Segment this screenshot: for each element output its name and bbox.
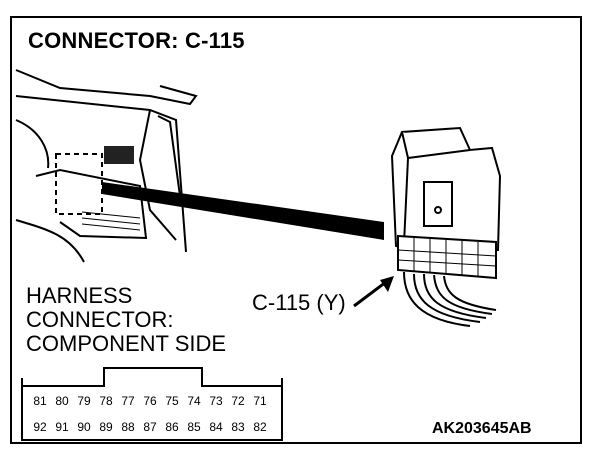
ecu-location-dashed — [55, 153, 103, 215]
pin-92: 92 — [33, 420, 47, 434]
pin-81: 81 — [33, 394, 47, 408]
pin-78: 78 — [99, 394, 113, 408]
pin-74: 74 — [187, 394, 201, 408]
pin-73: 73 — [209, 394, 223, 408]
pin-79: 79 — [77, 394, 91, 408]
connector-face — [21, 367, 283, 441]
harness-label-line-2: CONNECTOR: — [26, 307, 174, 332]
ecu-connector-cells — [397, 238, 497, 276]
pin-87: 87 — [143, 420, 157, 434]
callout-arrow — [353, 276, 394, 308]
pin-85: 85 — [187, 420, 201, 434]
pin-72: 72 — [231, 394, 245, 408]
connector-callout-label: C-115 (Y) — [252, 290, 346, 315]
figure-frame — [10, 16, 582, 444]
pin-91: 91 — [55, 420, 69, 434]
figure-code: AK203645AB — [432, 420, 532, 437]
pin-76: 76 — [143, 394, 157, 408]
pin-77: 77 — [121, 394, 135, 408]
harness-label-line-1: HARNESS — [26, 283, 133, 308]
dashboard-outline — [15, 69, 198, 263]
connector-title: CONNECTOR: C-115 — [28, 28, 245, 53]
wire-harness — [403, 271, 497, 327]
pin-89: 89 — [99, 420, 113, 434]
pin-83: 83 — [231, 420, 245, 434]
pin-71: 71 — [253, 394, 267, 408]
harness-label-line-3: COMPONENT SIDE — [26, 331, 227, 356]
harness-connector-label: HARNESS CONNECTOR: COMPONENT SIDE — [26, 284, 226, 356]
pin-84: 84 — [209, 420, 223, 434]
pin-80: 80 — [55, 394, 69, 408]
pin-82: 82 — [253, 420, 267, 434]
pin-88: 88 — [121, 420, 135, 434]
pin-grid: 81 80 79 78 77 76 75 74 73 72 71 92 91 90 89 88 87 86 85 84… — [22, 366, 284, 444]
pin-86: 86 — [165, 420, 179, 434]
dashboard-display — [104, 146, 134, 164]
pin-90: 90 — [77, 420, 91, 434]
dashboard-slots — [81, 211, 141, 231]
pointer-wedge — [102, 182, 384, 240]
ecu-module — [390, 126, 502, 280]
pin-75: 75 — [165, 394, 179, 408]
